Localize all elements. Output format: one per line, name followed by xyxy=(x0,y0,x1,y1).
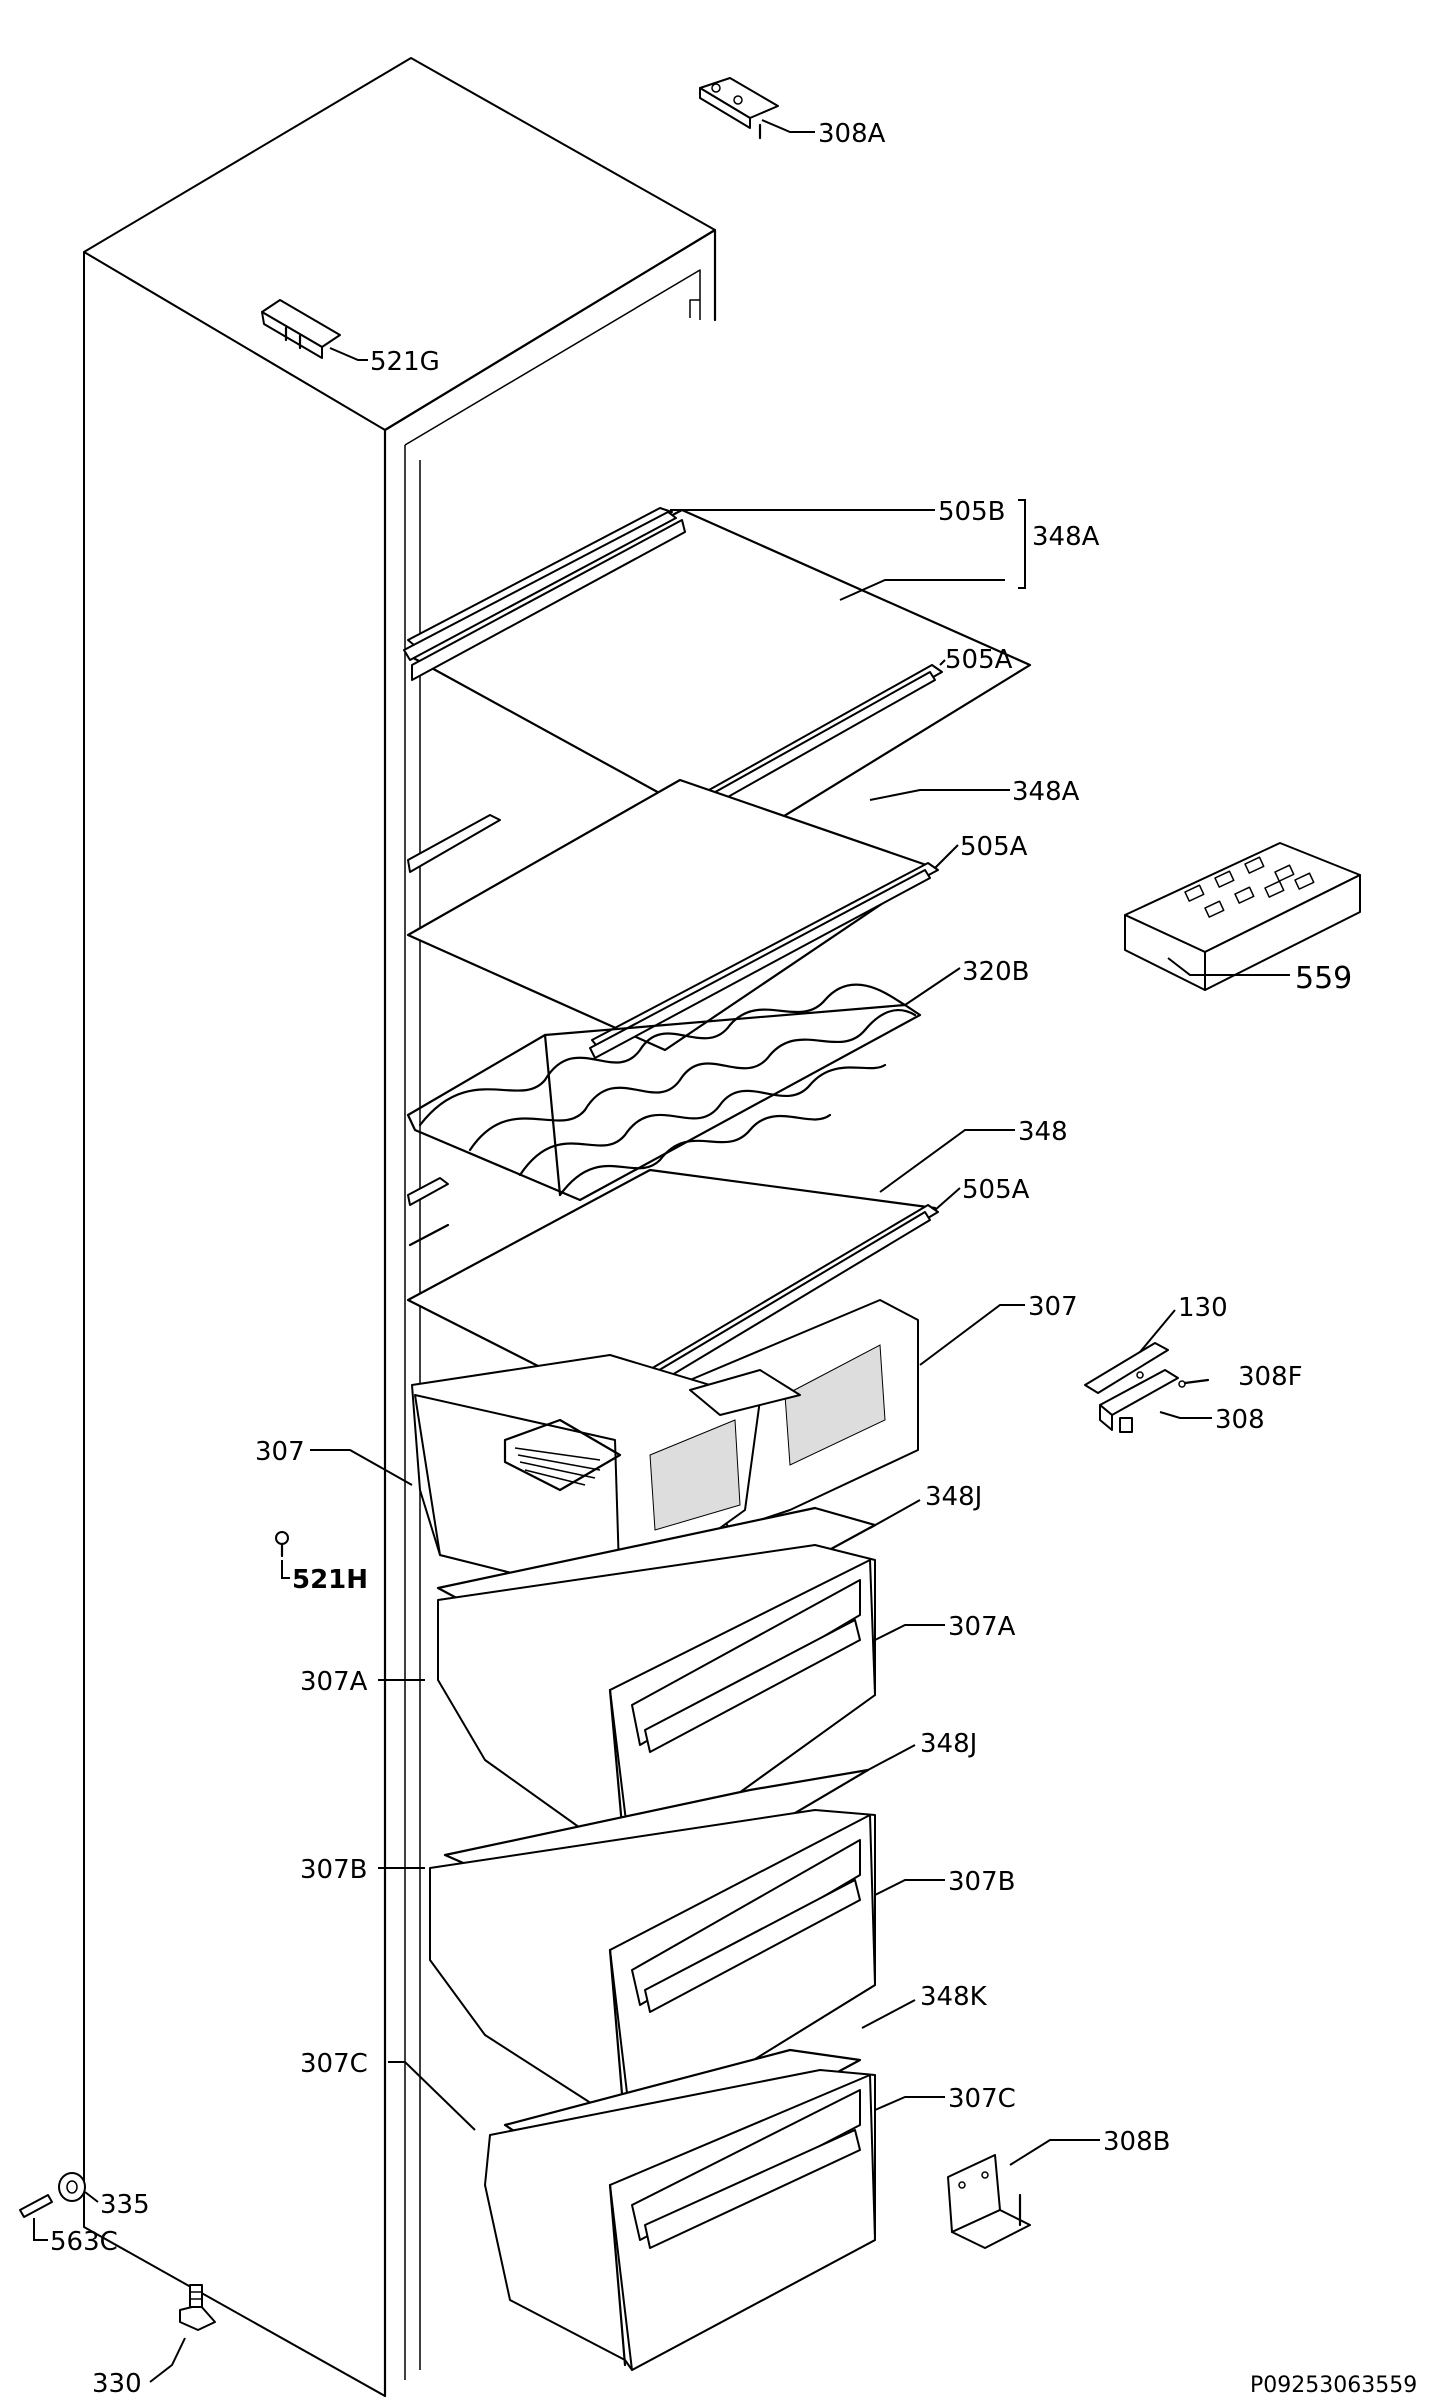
label-348a-brace: 348A xyxy=(1032,522,1100,552)
roller-335-part xyxy=(58,2172,86,2202)
refrigerator-cabinet xyxy=(83,57,717,2398)
part-labels: 308A 521G 505B 348A 505A 348A 505A 320B … xyxy=(50,119,1417,2399)
shelf-rail-left-1 xyxy=(407,814,501,873)
label-521g: 521G xyxy=(370,347,440,377)
label-348: 348 xyxy=(1018,1117,1068,1147)
hinge-130-part xyxy=(1084,1342,1179,1433)
label-348j-2: 348J xyxy=(920,1729,977,1759)
label-307a-left: 307A xyxy=(300,1667,368,1697)
label-307b-right: 307B xyxy=(948,1867,1015,1897)
label-130: 130 xyxy=(1178,1293,1228,1323)
drawing-code: P09253063559 xyxy=(1250,2373,1417,2398)
freezer-drawer-307c xyxy=(484,2069,876,2371)
label-559: 559 xyxy=(1295,961,1352,996)
label-505a-2: 505A xyxy=(960,832,1028,862)
hinge-308a-part xyxy=(699,77,779,140)
label-335: 335 xyxy=(100,2190,150,2220)
shelf-rail-left-2 xyxy=(407,1177,450,1247)
freezer-drawer-307b xyxy=(429,1809,876,2136)
label-505a-1: 505A xyxy=(945,645,1013,675)
freezer-drawer-307a xyxy=(437,1544,876,1871)
label-320b: 320B xyxy=(962,957,1029,987)
screw-308f-part xyxy=(1178,1378,1210,1388)
label-330: 330 xyxy=(92,2369,142,2399)
label-307c-left: 307C xyxy=(300,2049,368,2079)
label-307a-right: 307A xyxy=(948,1612,1016,1642)
leader-lines xyxy=(33,119,1290,2383)
label-348j-1: 348J xyxy=(925,1482,982,1512)
label-308: 308 xyxy=(1215,1405,1265,1435)
label-348a-second: 348A xyxy=(1012,777,1080,807)
label-308f: 308F xyxy=(1238,1362,1303,1392)
label-307-right: 307 xyxy=(1028,1292,1078,1322)
cover-521g-part xyxy=(261,299,341,359)
label-348k: 348K xyxy=(920,1982,988,2012)
wine-rack-320b xyxy=(406,983,922,1202)
screw-521h-part xyxy=(275,1531,289,1558)
label-308b: 308B xyxy=(1103,2127,1170,2157)
shelf-trim-505a-3 xyxy=(591,1204,939,1421)
label-505a-3: 505A xyxy=(962,1175,1030,1205)
label-521h: 521H xyxy=(292,1565,368,1595)
shelf-trim-505a-2 xyxy=(589,862,939,1059)
label-307b-left: 307B xyxy=(300,1855,367,1885)
foot-330-part xyxy=(179,2284,216,2331)
shelf-trim-505b xyxy=(403,507,677,661)
label-505b: 505B xyxy=(938,497,1005,527)
pin-563c-part xyxy=(19,2194,53,2218)
label-307c-right: 307C xyxy=(948,2084,1016,2114)
label-307-left: 307 xyxy=(255,1437,305,1467)
label-308a-top: 308A xyxy=(818,119,886,149)
bracket-308b-part xyxy=(947,2154,1031,2249)
label-563c: 563C xyxy=(50,2227,118,2257)
